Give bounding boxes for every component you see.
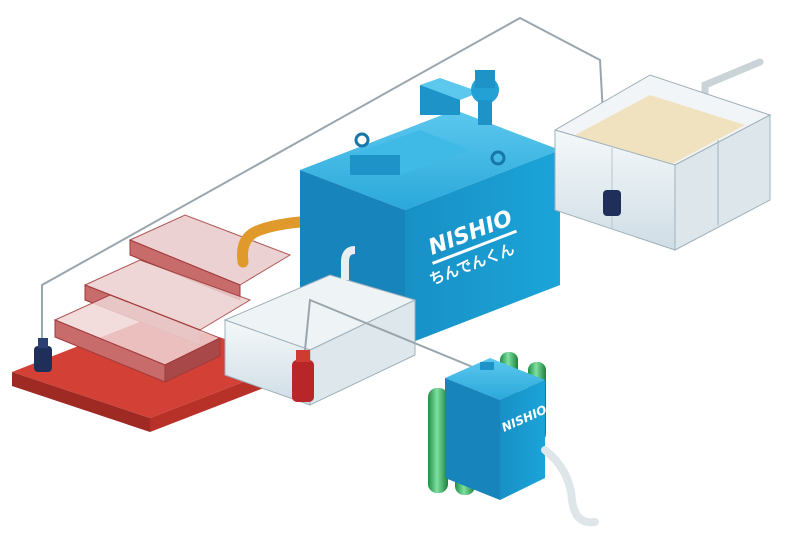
gas-outlet-hose: [541, 446, 599, 527]
main-treatment-unit: NISHIO ちんでんくん: [300, 70, 560, 345]
gas-supply-unit: NISHIO: [428, 352, 549, 500]
submersible-pump-dark: [34, 338, 52, 372]
settling-tank: [553, 74, 772, 251]
brand-underline: [432, 229, 518, 265]
wire-basket-stack: [53, 214, 292, 383]
orange-flexible-hose: [237, 216, 306, 268]
overhead-return-pipe: [41, 16, 606, 360]
submersible-pump-red: [292, 350, 314, 402]
settling-tank-pump: [603, 190, 621, 216]
clear-water-tank: [223, 246, 417, 406]
pump-transfer-pipe: [304, 298, 481, 371]
